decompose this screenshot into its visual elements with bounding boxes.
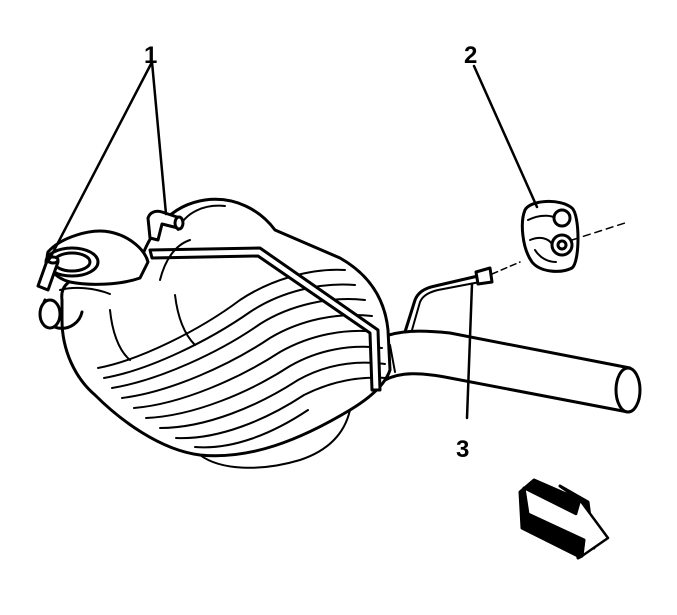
callout-1: 1 [144, 42, 158, 69]
hanger-pin-left [36, 255, 60, 292]
hanger-rod [403, 261, 521, 334]
leader-1b [150, 60, 168, 216]
leader-1a [46, 60, 154, 264]
callout-2: 2 [464, 42, 478, 69]
inlet-pipe [38, 229, 150, 330]
leader-2 [472, 64, 539, 209]
leader-3 [465, 282, 474, 420]
rubber-insulator [520, 200, 629, 273]
callout-3: 3 [456, 436, 470, 463]
tailpipe [378, 329, 642, 414]
front-direction-arrow-icon [518, 478, 610, 560]
leader-lines [46, 60, 539, 420]
hanger-pin-right [146, 209, 185, 242]
